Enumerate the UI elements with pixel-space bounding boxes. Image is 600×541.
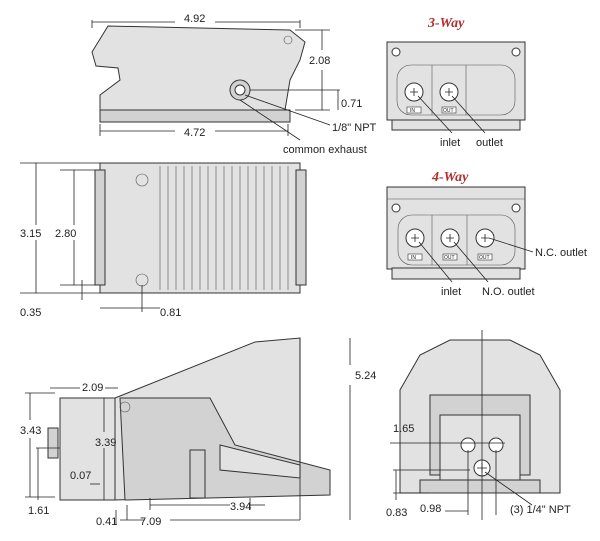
callout-no-outlet: N.O. outlet [482, 286, 535, 298]
dim-3-15: 3.15 [20, 228, 41, 240]
dim-0-81: 0.81 [160, 307, 181, 319]
port-tag-out-no: OUT [444, 255, 455, 261]
top-view: 3.15 2.80 0.35 0.81 [20, 162, 307, 319]
callout-outlet: outlet [476, 137, 503, 149]
dim-5-24: 5.24 [355, 370, 376, 382]
four-way-title: 4-Way [431, 170, 469, 185]
port-tag-in: IN [411, 255, 416, 261]
dim-2-09: 2.09 [82, 382, 103, 394]
callout-inlet: inlet [440, 137, 460, 149]
callout-nc-outlet: N.C. outlet [535, 247, 587, 259]
dim-3-39: 3.39 [95, 437, 116, 449]
port-tag-in: IN [410, 108, 415, 114]
dim-0-71: 0.71 [341, 98, 362, 110]
dim-0-41: 0.41 [96, 516, 117, 528]
dim-0-83: 0.83 [386, 507, 407, 519]
three-way-title: 3-Way [427, 16, 465, 31]
four-way-port-view: 4-Way IN OUT OUT N.C. outlet inlet N.O. … [386, 170, 587, 298]
port-label: (3) 1/4" NPT [510, 504, 571, 516]
guard-side-view: 5.24 2.09 3.43 3.39 0.07 1.61 0.41 7.09 … [20, 337, 376, 528]
dim-1-65: 1.65 [393, 423, 414, 435]
dim-2-80: 2.80 [55, 228, 76, 240]
port-tag-out-nc: OUT [479, 255, 490, 261]
side-view: 4.92 2.08 0.71 1/8" NPT 4.72 common exha… [91, 13, 377, 156]
dim-0-07: 0.07 [70, 470, 91, 482]
dim-2-08: 2.08 [309, 55, 330, 67]
dim-4-72: 4.72 [184, 127, 205, 139]
guard-front-view: 1.65 0.83 0.98 (3) 1/4" NPT [386, 330, 571, 520]
dim-1-61: 1.61 [28, 505, 49, 517]
callout-inlet: inlet [441, 286, 461, 298]
dim-3-94: 3.94 [230, 501, 251, 513]
dim-3-43: 3.43 [20, 425, 41, 437]
dim-7-09: 7.09 [140, 516, 161, 528]
dim-4-92: 4.92 [184, 13, 205, 25]
dim-0-98: 0.98 [420, 503, 441, 515]
port-tag-out: OUT [443, 108, 454, 114]
exhaust-label: common exhaust [283, 144, 367, 156]
port-label: 1/8" NPT [332, 122, 377, 134]
three-way-port-view: 3-Way IN OUT inlet outlet [386, 16, 526, 149]
dim-0-35: 0.35 [20, 307, 41, 319]
